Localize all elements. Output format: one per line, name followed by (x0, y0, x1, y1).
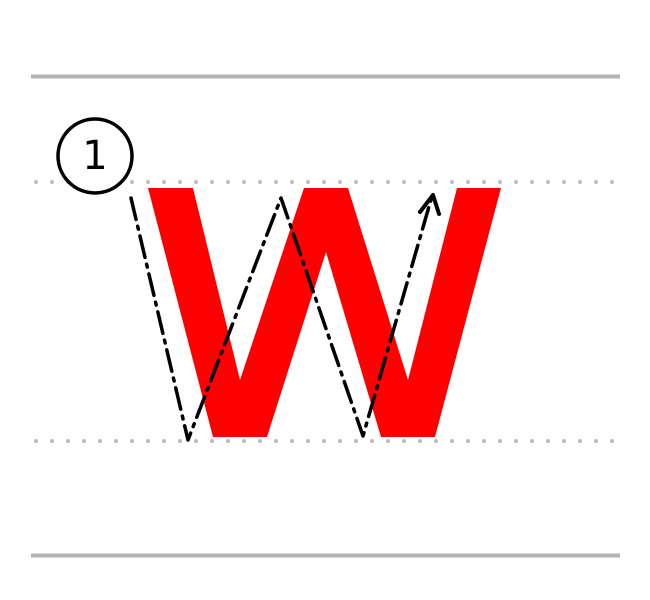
stroke-order-path (129, 194, 434, 442)
letter-w-glyph (148, 188, 501, 437)
stroke-number-circle (56, 117, 134, 195)
stroke-arrowhead-icon (418, 193, 441, 216)
